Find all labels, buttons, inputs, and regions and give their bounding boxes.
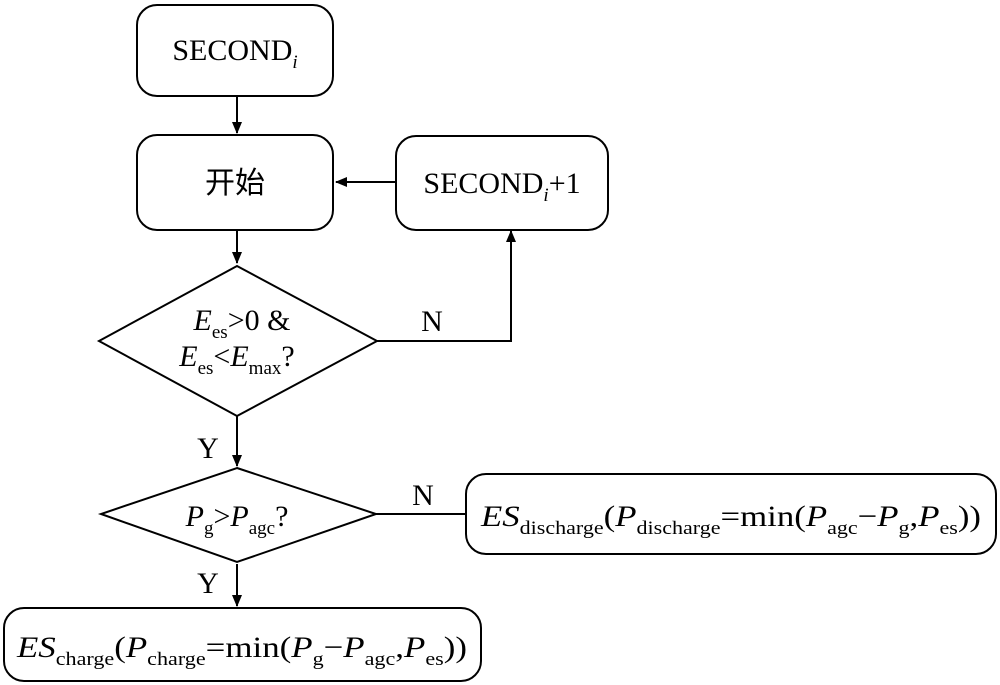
node-second [136,4,334,97]
edge-label-power-no: N [412,479,434,512]
edge-label-power-yes: Y [197,567,219,600]
node-start [136,134,334,231]
node-charge [3,607,482,682]
decision-power-label: Pg>Pagc? [185,500,289,539]
edge-label-energy-yes: Y [197,432,219,465]
decision-energy-line1: Ees>0 & [193,304,291,343]
edge-energy-no-to-next [377,230,516,342]
node-second-label: SECONDi [172,34,297,73]
node-next-second-label: SECONDi+1 [423,167,580,206]
edge-label-energy-no: N [421,305,443,338]
decision-energy-line2: Ees<Emax? [178,340,294,379]
node-discharge [465,473,997,555]
decision-power [97,466,380,564]
decision-energy [96,264,380,418]
node-next-second [395,135,609,231]
node-start-label: 开始 [205,166,265,201]
